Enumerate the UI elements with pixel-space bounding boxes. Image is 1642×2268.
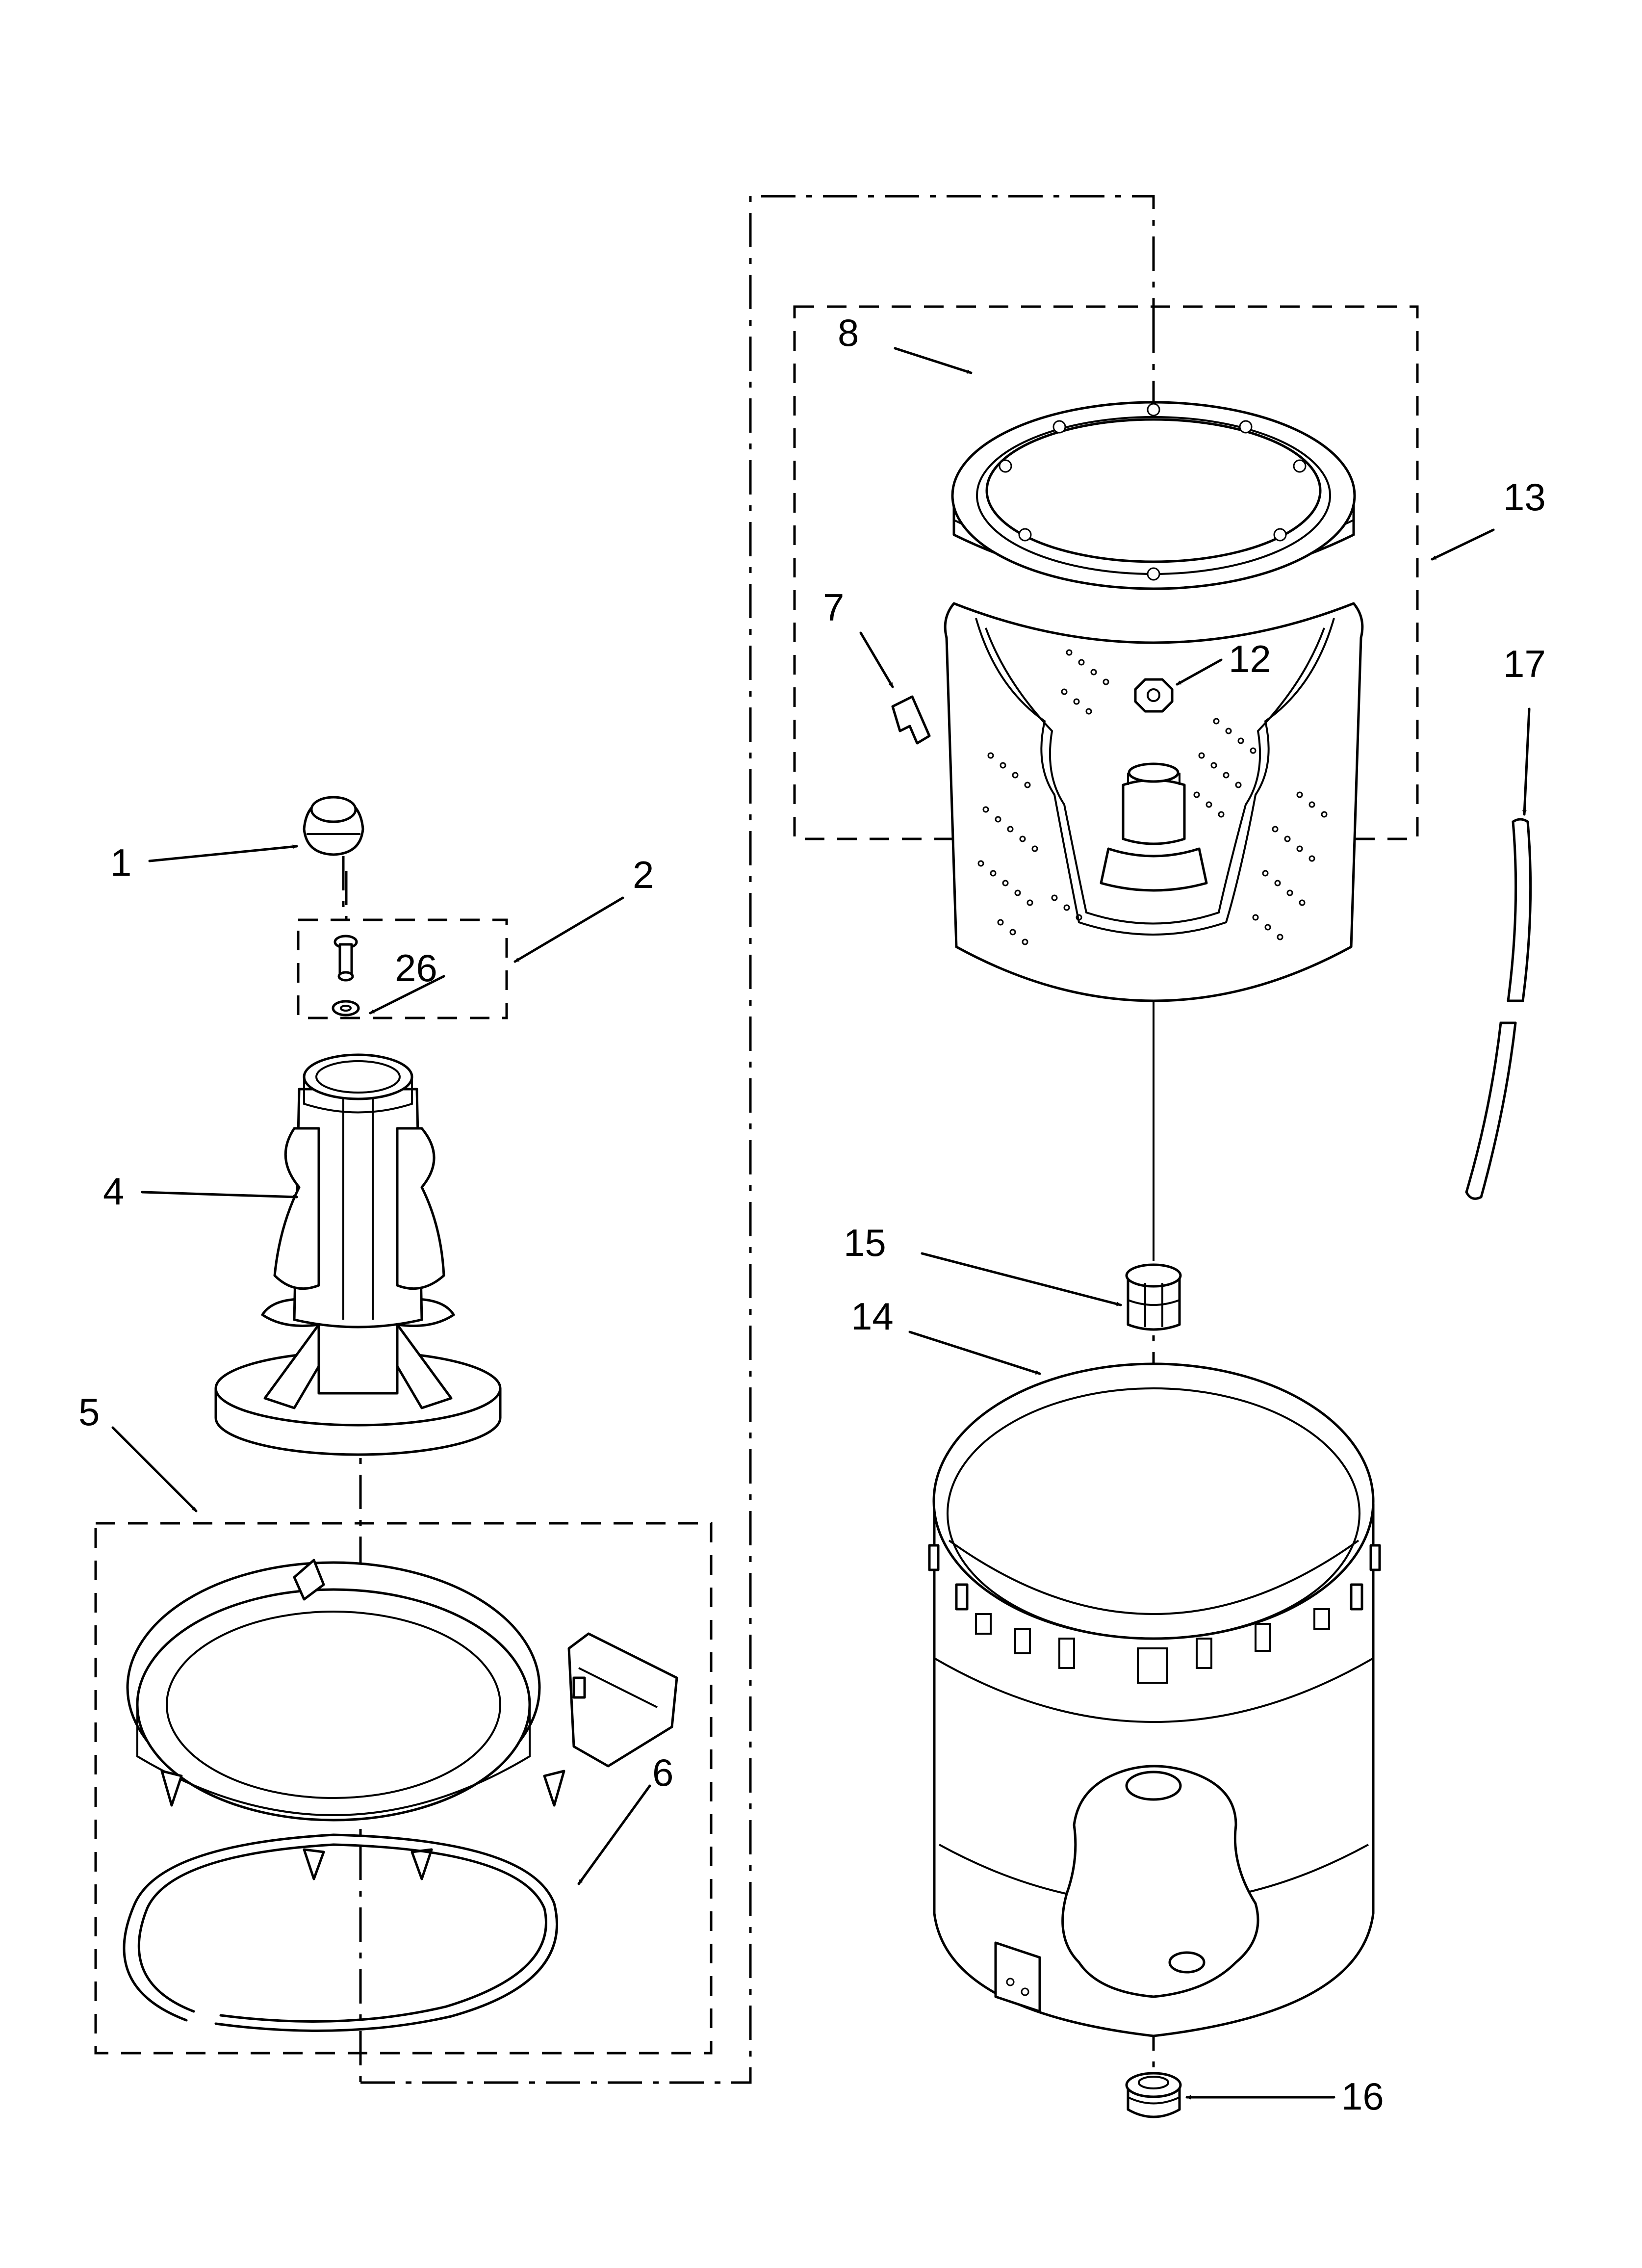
label-7: 7 xyxy=(823,586,844,629)
part-13-spin-basket xyxy=(944,602,1364,1002)
part-6-split-ring xyxy=(123,1833,558,2032)
callout-labels: 1 2 26 4 5 6 7 8 12 13 17 15 14 16 xyxy=(78,311,1546,2118)
group-box-2 xyxy=(297,918,508,1019)
part-5-tub-ring xyxy=(126,1559,678,1880)
group-box-5 xyxy=(94,1522,713,2055)
leader-arrows xyxy=(111,347,1531,2100)
part-16-plug xyxy=(1125,2072,1182,2118)
label-13: 13 xyxy=(1503,475,1546,519)
part-1-cap xyxy=(303,796,364,917)
label-12: 12 xyxy=(1229,637,1271,680)
part-8-upper-ring xyxy=(951,401,1356,590)
part-15-bushing xyxy=(1125,1263,1182,1331)
label-6: 6 xyxy=(652,1751,673,1794)
label-15: 15 xyxy=(844,1221,886,1264)
part-14-outer-tub xyxy=(928,1362,1381,2037)
label-5: 5 xyxy=(78,1390,100,1434)
label-1: 1 xyxy=(110,841,131,884)
label-4: 4 xyxy=(103,1170,124,1213)
part-12-nut xyxy=(1134,678,1174,713)
label-17: 17 xyxy=(1503,642,1546,685)
label-26: 26 xyxy=(395,946,437,990)
part-7-clip xyxy=(891,695,931,745)
label-14: 14 xyxy=(851,1295,894,1338)
part-4-agitator xyxy=(214,1053,502,1456)
part-17-hose xyxy=(1465,818,1532,1200)
label-8: 8 xyxy=(838,311,859,354)
part-2-bolt xyxy=(332,935,360,1017)
label-2: 2 xyxy=(633,853,654,896)
label-16: 16 xyxy=(1341,2075,1384,2118)
